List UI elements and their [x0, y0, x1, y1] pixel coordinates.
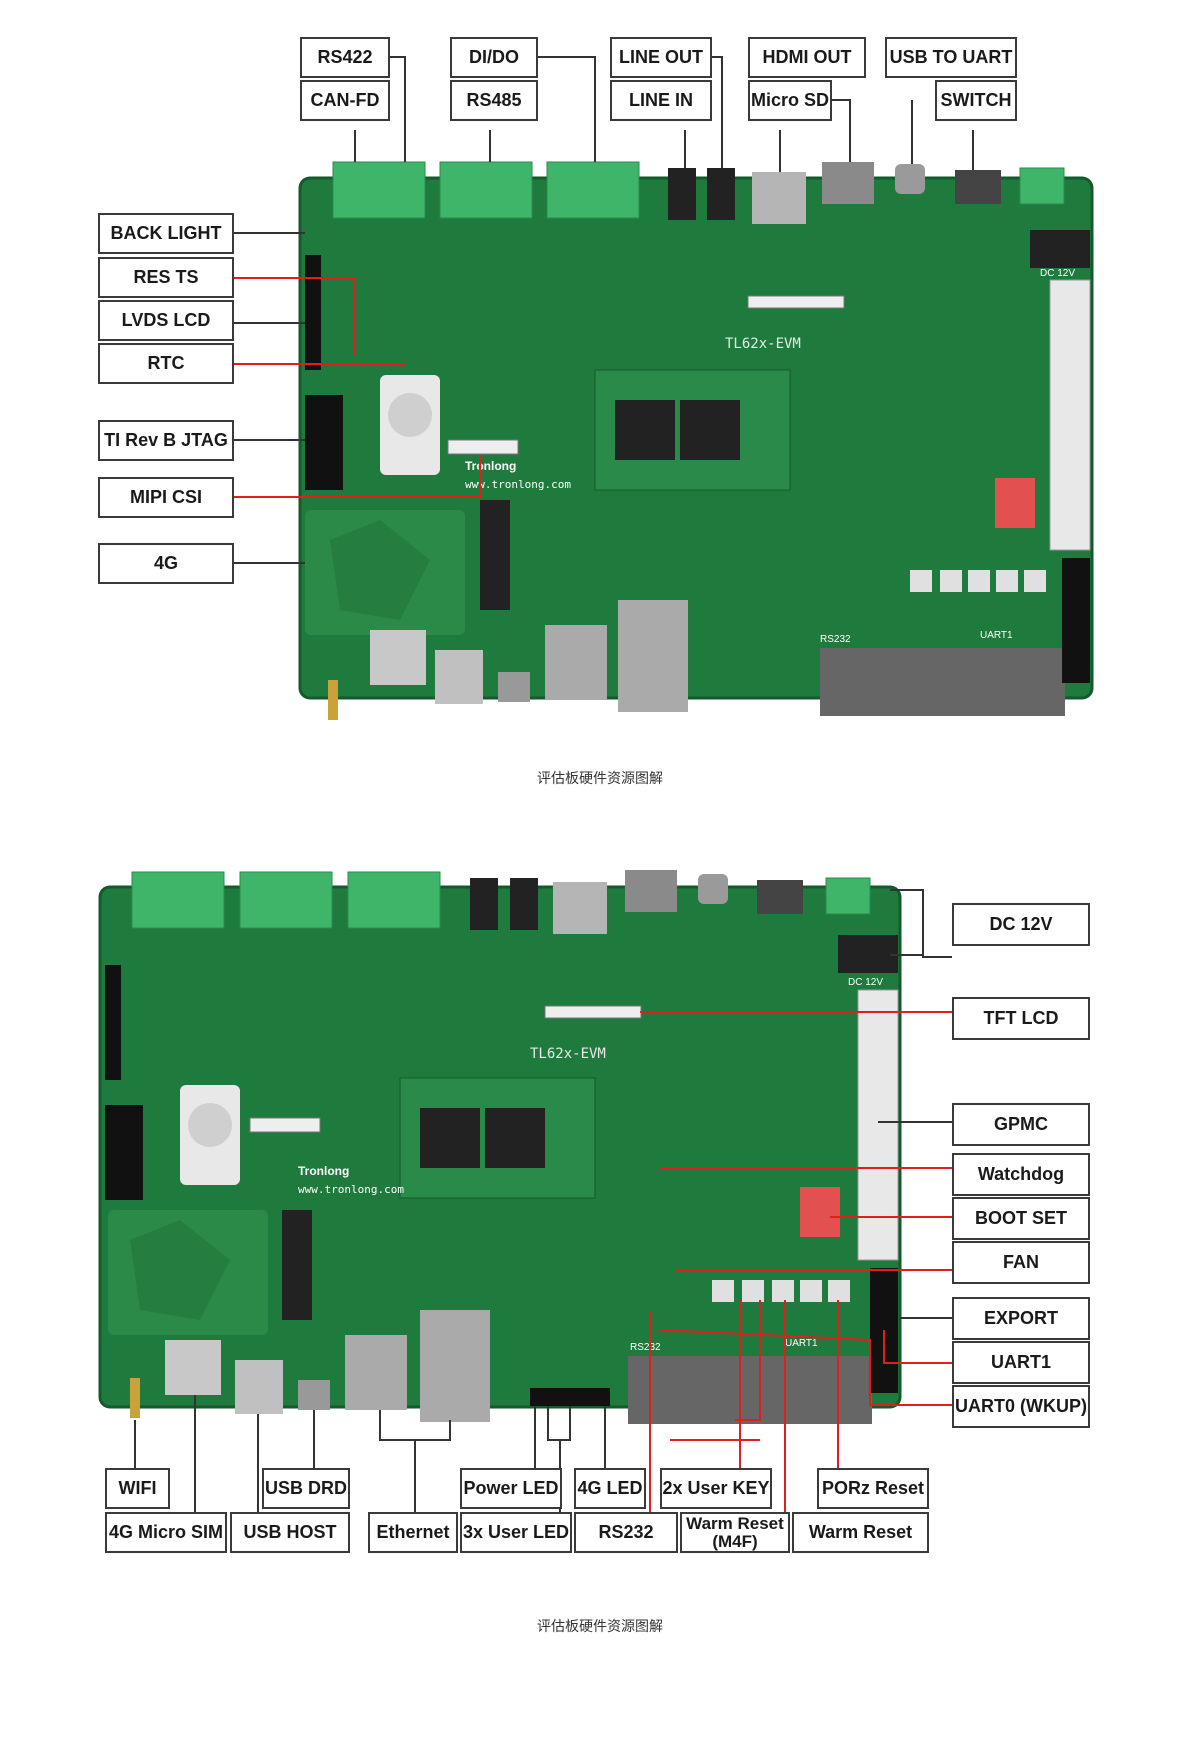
label-warmreset: Warm Reset: [792, 1512, 929, 1553]
bottom-board-brand: Tronlong: [298, 1164, 349, 1178]
label-userled: 3x User LED: [460, 1512, 572, 1553]
bottom-board-uart1: UART1: [785, 1338, 818, 1349]
label-microsim: 4G Micro SIM: [105, 1512, 227, 1553]
top-board-brand: Tronlong: [465, 459, 516, 473]
top-board-rs232: RS232: [820, 634, 851, 645]
label-userkey: 2x User KEY: [660, 1468, 772, 1509]
label-gpmc: GPMC: [952, 1103, 1090, 1146]
top-gpmc-header: [1049, 279, 1091, 551]
label-lvdslcd: LVDS LCD: [98, 300, 234, 341]
label-uart1: UART1: [952, 1341, 1090, 1384]
top-terminal-blocks: [332, 161, 1065, 219]
label-rs485: RS485: [450, 80, 538, 121]
label-microsd: Micro SD: [748, 80, 832, 121]
label-usbhost: USB HOST: [230, 1512, 350, 1553]
bottom-terminal-blocks: [131, 871, 871, 929]
label-ethernet: Ethernet: [368, 1512, 458, 1553]
label-wifi: WIFI: [105, 1468, 170, 1509]
top-board-dc12v: DC 12V: [1040, 268, 1075, 279]
bottom-pcb: [98, 885, 902, 1409]
label-rs422: RS422: [300, 37, 390, 78]
label-lineout: LINE OUT: [610, 37, 712, 78]
label-rtc: RTC: [98, 343, 234, 384]
label-4g: 4G: [98, 543, 234, 584]
bottom-gpmc-header: [857, 989, 899, 1261]
label-rests: RES TS: [98, 257, 234, 298]
label-jtag: TI Rev B JTAG: [98, 420, 234, 461]
label-usbdrd: USB DRD: [262, 1468, 350, 1509]
label-mipicsi: MIPI CSI: [98, 477, 234, 518]
label-canfd: CAN-FD: [300, 80, 390, 121]
bottom-board-model: TL62x-EVM: [530, 1046, 606, 1062]
bottom-4g-area: [108, 1210, 268, 1335]
label-uart0: UART0 (WKUP): [952, 1385, 1090, 1428]
label-switch: SWITCH: [935, 80, 1017, 121]
label-watchdog: Watchdog: [952, 1153, 1090, 1196]
label-hdmiout: HDMI OUT: [748, 37, 866, 78]
label-powerled: Power LED: [460, 1468, 562, 1509]
bottom-board-url: www.tronlong.com: [298, 1183, 404, 1196]
label-dido: DI/DO: [450, 37, 538, 78]
bottom-board-rs232: RS232: [630, 1342, 661, 1353]
label-tftlcd: TFT LCD: [952, 997, 1090, 1040]
label-export: EXPORT: [952, 1297, 1090, 1340]
label-4gled: 4G LED: [574, 1468, 646, 1509]
label-fan: FAN: [952, 1241, 1090, 1284]
bottom-caption: 评估板硬件资源图解: [537, 1619, 663, 1635]
bottom-board-dc12v: DC 12V: [848, 977, 883, 988]
bottom-core-module: [399, 1077, 596, 1199]
top-board-url: www.tronlong.com: [465, 478, 571, 491]
label-backlight: BACK LIGHT: [98, 213, 234, 254]
top-board-svg: TL62x-EVM Tronlong www.tronlong.com DC 1…: [234, 56, 1094, 720]
top-board-model: TL62x-EVM: [725, 336, 801, 352]
label-warm-m4f: Warm Reset (M4F): [680, 1512, 790, 1553]
top-board-uart1: UART1: [980, 630, 1013, 641]
label-bootset: BOOT SET: [952, 1197, 1090, 1240]
label-porz: PORz Reset: [817, 1468, 929, 1509]
label-rs232: RS232: [574, 1512, 678, 1553]
label-usbtouart: USB TO UART: [885, 37, 1017, 78]
top-caption: 评估板硬件资源图解: [537, 771, 663, 787]
label-linein: LINE IN: [610, 80, 712, 121]
label-dc12v: DC 12V: [952, 903, 1090, 946]
